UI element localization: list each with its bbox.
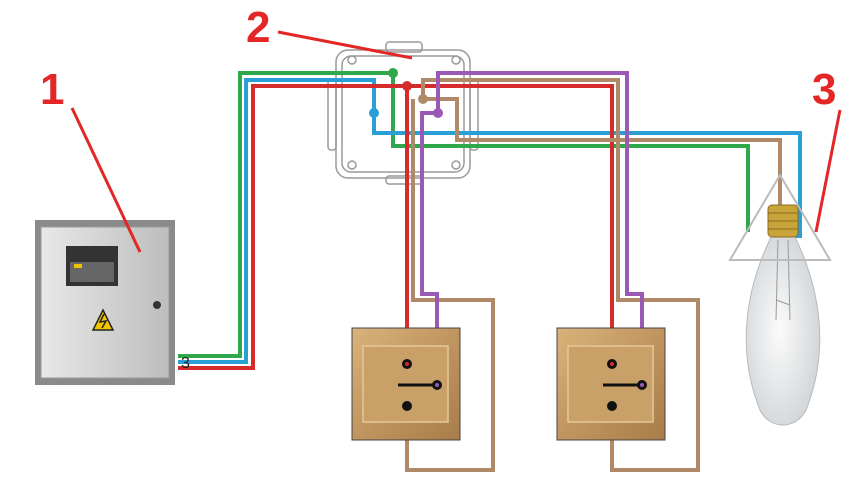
wires [178, 68, 802, 472]
switched-wire-2 [436, 71, 644, 385]
traveler-wire-2 [421, 78, 700, 472]
label-lamp: 3 [812, 65, 836, 114]
high-voltage-warning-icon [91, 308, 115, 331]
panel-lock-icon [153, 301, 161, 309]
wire-count-label: 3 [181, 355, 190, 372]
callout-line-1 [70, 107, 142, 253]
callout-line-3 [814, 109, 842, 233]
pass-through-switch-2 [556, 327, 666, 441]
electrical-panel [35, 220, 175, 385]
ground-wire [178, 71, 750, 358]
lamp-wire [423, 97, 782, 225]
neutral-wire [178, 78, 802, 364]
lamp-marker-triangle [728, 173, 832, 261]
phase-wire [178, 84, 614, 370]
junction-box [327, 41, 479, 185]
pass-through-switch-1 [351, 327, 461, 441]
label-junction-box: 2 [246, 3, 270, 52]
callout-line-2 [277, 30, 413, 60]
switched-junction-dot [433, 108, 443, 118]
ground-junction-dot [388, 68, 398, 78]
neutral-junction-dot [369, 108, 379, 118]
light-bulb [728, 173, 832, 426]
traveler-junction-dot [418, 94, 428, 104]
switched-wire-1 [420, 111, 439, 385]
label-panel: 1 [40, 65, 64, 114]
phase-junction-dot [402, 81, 412, 91]
traveler-wire-1 [405, 99, 495, 472]
